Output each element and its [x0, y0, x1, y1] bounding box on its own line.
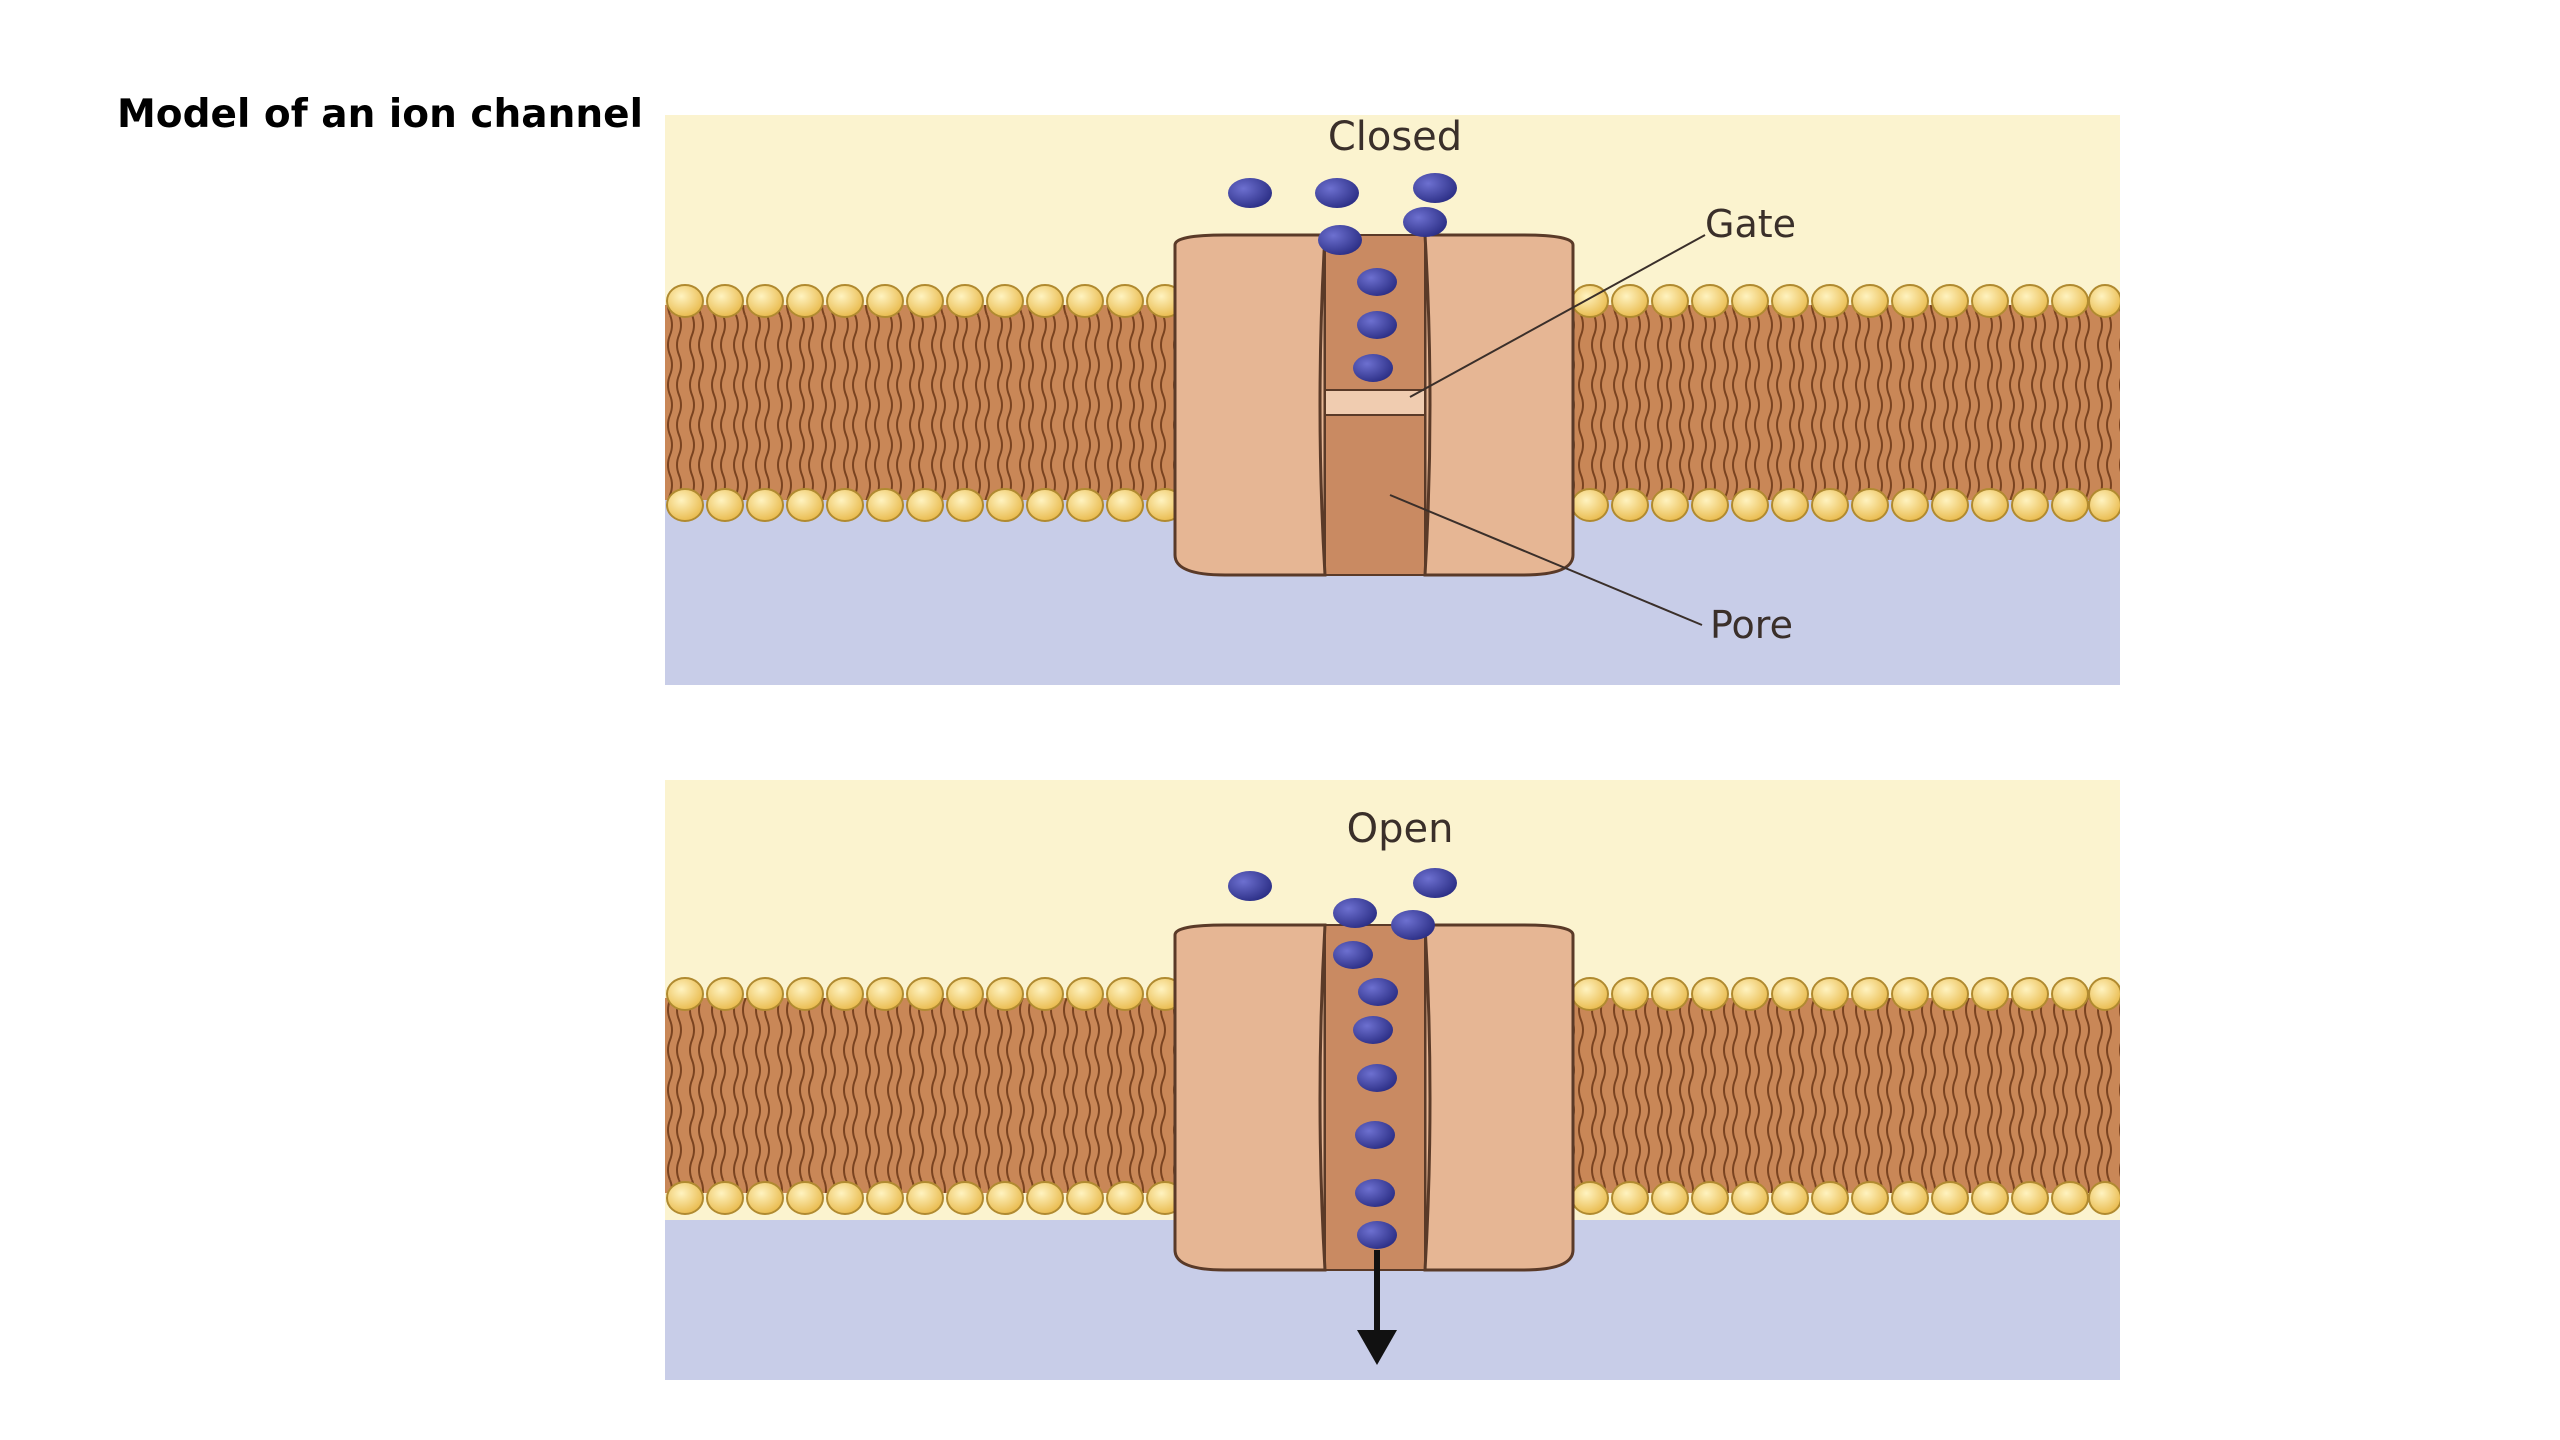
lipid-bilayer-left [665, 285, 1183, 521]
ion-icon [1391, 910, 1435, 940]
ion-icon [1333, 898, 1377, 928]
ion-icon [1315, 178, 1359, 208]
lipid-bilayer-right [1570, 978, 2120, 1214]
pore [1325, 925, 1425, 1270]
ion-icon [1357, 268, 1397, 296]
ion-icon [1318, 225, 1362, 255]
ion-icon [1358, 978, 1398, 1006]
state-label: Open [1347, 806, 1454, 852]
lipid-bilayer-right [1570, 285, 2120, 521]
ion-icon [1357, 1221, 1397, 1249]
ion-icon [1403, 207, 1447, 237]
ion-icon [1228, 871, 1272, 901]
open-channel-diagram: Open [665, 780, 2120, 1380]
ion-icon [1357, 1064, 1397, 1092]
open-channel-panel: Open [665, 780, 2120, 1380]
closed-channel-panel: Closed Gate Pore [665, 115, 2120, 685]
ion-icon [1413, 173, 1457, 203]
gate-label: Gate [1705, 202, 1796, 246]
pore-label: Pore [1710, 603, 1793, 647]
ion-icon [1333, 941, 1373, 969]
gate [1325, 390, 1425, 415]
closed-channel-diagram: Closed Gate Pore [665, 115, 2120, 685]
ion-icon [1413, 868, 1457, 898]
lipid-bilayer-left [665, 978, 1183, 1214]
ion-icon [1353, 1016, 1393, 1044]
ion-icon [1355, 1179, 1395, 1207]
channel-protein [1175, 925, 1573, 1270]
ion-icon [1353, 354, 1393, 382]
slide-title: Model of an ion channel [117, 92, 643, 137]
ion-icon [1355, 1121, 1395, 1149]
state-label: Closed [1328, 115, 1462, 160]
ion-icon [1228, 178, 1272, 208]
ion-icon [1357, 311, 1397, 339]
